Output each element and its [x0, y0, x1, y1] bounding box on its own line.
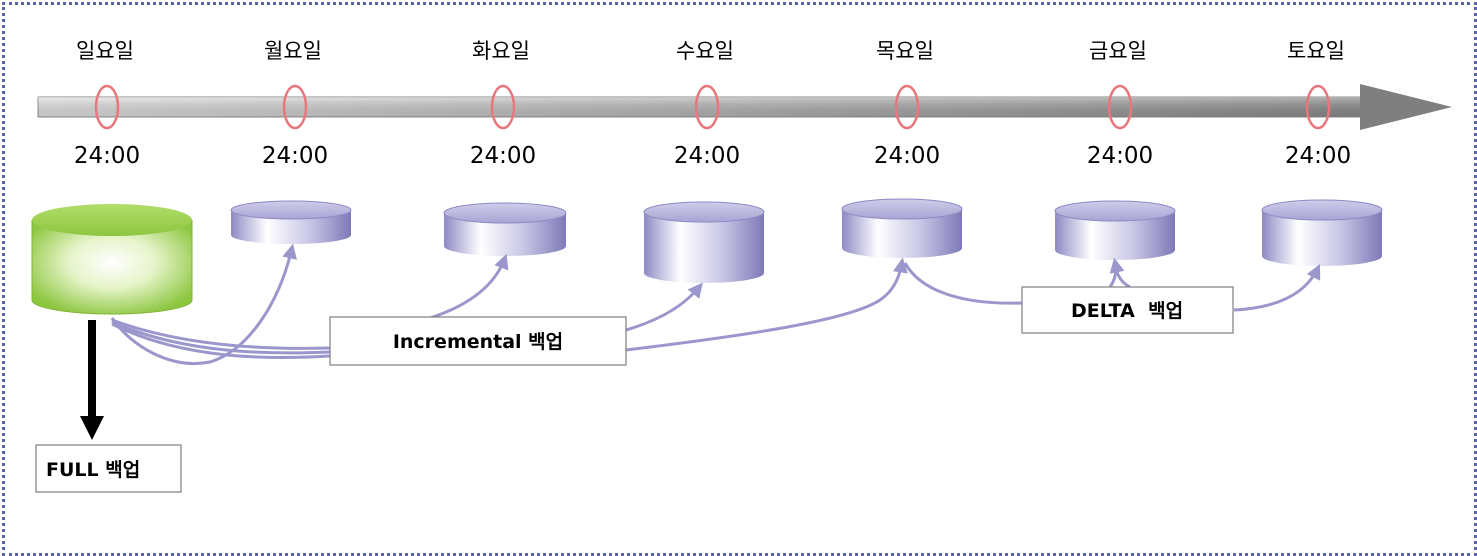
- day-label: 수요일: [676, 39, 734, 63]
- time-label: 24:00: [470, 143, 536, 169]
- time-label: 24:00: [1087, 143, 1153, 169]
- incremental-label: Incremental 백업: [393, 331, 563, 353]
- delta-label-box: DELTA 백업: [1021, 286, 1234, 334]
- time-marker-ring: [282, 84, 308, 130]
- connector-to-mon: [110, 243, 297, 365]
- full-backup-arrow: [80, 320, 104, 440]
- day-label: 일요일: [76, 39, 134, 63]
- incremental-label-box: Incremental 백업: [329, 316, 627, 366]
- db-cylinder-thu: [841, 198, 963, 258]
- time-marker-ring: [694, 84, 720, 130]
- day-label: 금요일: [1089, 39, 1147, 63]
- delta-connector-fri-2: [1113, 261, 1131, 289]
- timeline-arrow: [37, 84, 1452, 130]
- db-cylinder-wed: [643, 201, 765, 283]
- db-cylinder-sat: [1261, 199, 1383, 266]
- time-marker-ring: [894, 84, 920, 130]
- full-backup-db: [31, 204, 193, 315]
- day-label: 목요일: [876, 39, 934, 63]
- full-label-box: FULL 백업: [35, 444, 182, 493]
- time-marker-ring: [490, 84, 516, 130]
- time-marker-ring: [1305, 84, 1331, 130]
- day-label: 토요일: [1287, 39, 1345, 63]
- connector-to-incremental-2: [111, 320, 331, 355]
- delta-connector-sat: [1233, 263, 1321, 312]
- delta-connectors: [903, 257, 1321, 312]
- time-label: 24:00: [262, 143, 328, 169]
- time-label: 24:00: [874, 143, 940, 169]
- connector-to-thu: [625, 257, 908, 352]
- db-cylinder-mon: [230, 200, 352, 244]
- time-marker-ring: [94, 84, 120, 130]
- connector-to-wed: [625, 282, 703, 332]
- time-label: 24:00: [1285, 143, 1351, 169]
- time-label: 24:00: [674, 143, 740, 169]
- delta-label: DELTA 백업: [1071, 300, 1183, 322]
- connector-to-tue: [429, 253, 509, 320]
- db-cylinder-tue: [443, 202, 567, 256]
- day-label: 화요일: [472, 39, 530, 63]
- connector-to-incremental-3: [111, 322, 331, 359]
- time-marker-ring: [1107, 84, 1133, 130]
- day-columns: 일요일 24:00 월요일 24:00 화요일 24:00 수요일 24:00 목요일 24:00…: [74, 39, 1351, 169]
- full-label: FULL 백업: [46, 459, 140, 481]
- day-label: 월요일: [264, 39, 322, 63]
- connector-to-incremental-1: [111, 318, 331, 350]
- delta-connector-thu: [903, 262, 1023, 305]
- incremental-connectors: [110, 243, 908, 365]
- db-cylinder-fri: [1054, 200, 1176, 260]
- backup-db-cylinders: [230, 198, 1383, 283]
- time-label: 24:00: [74, 143, 140, 169]
